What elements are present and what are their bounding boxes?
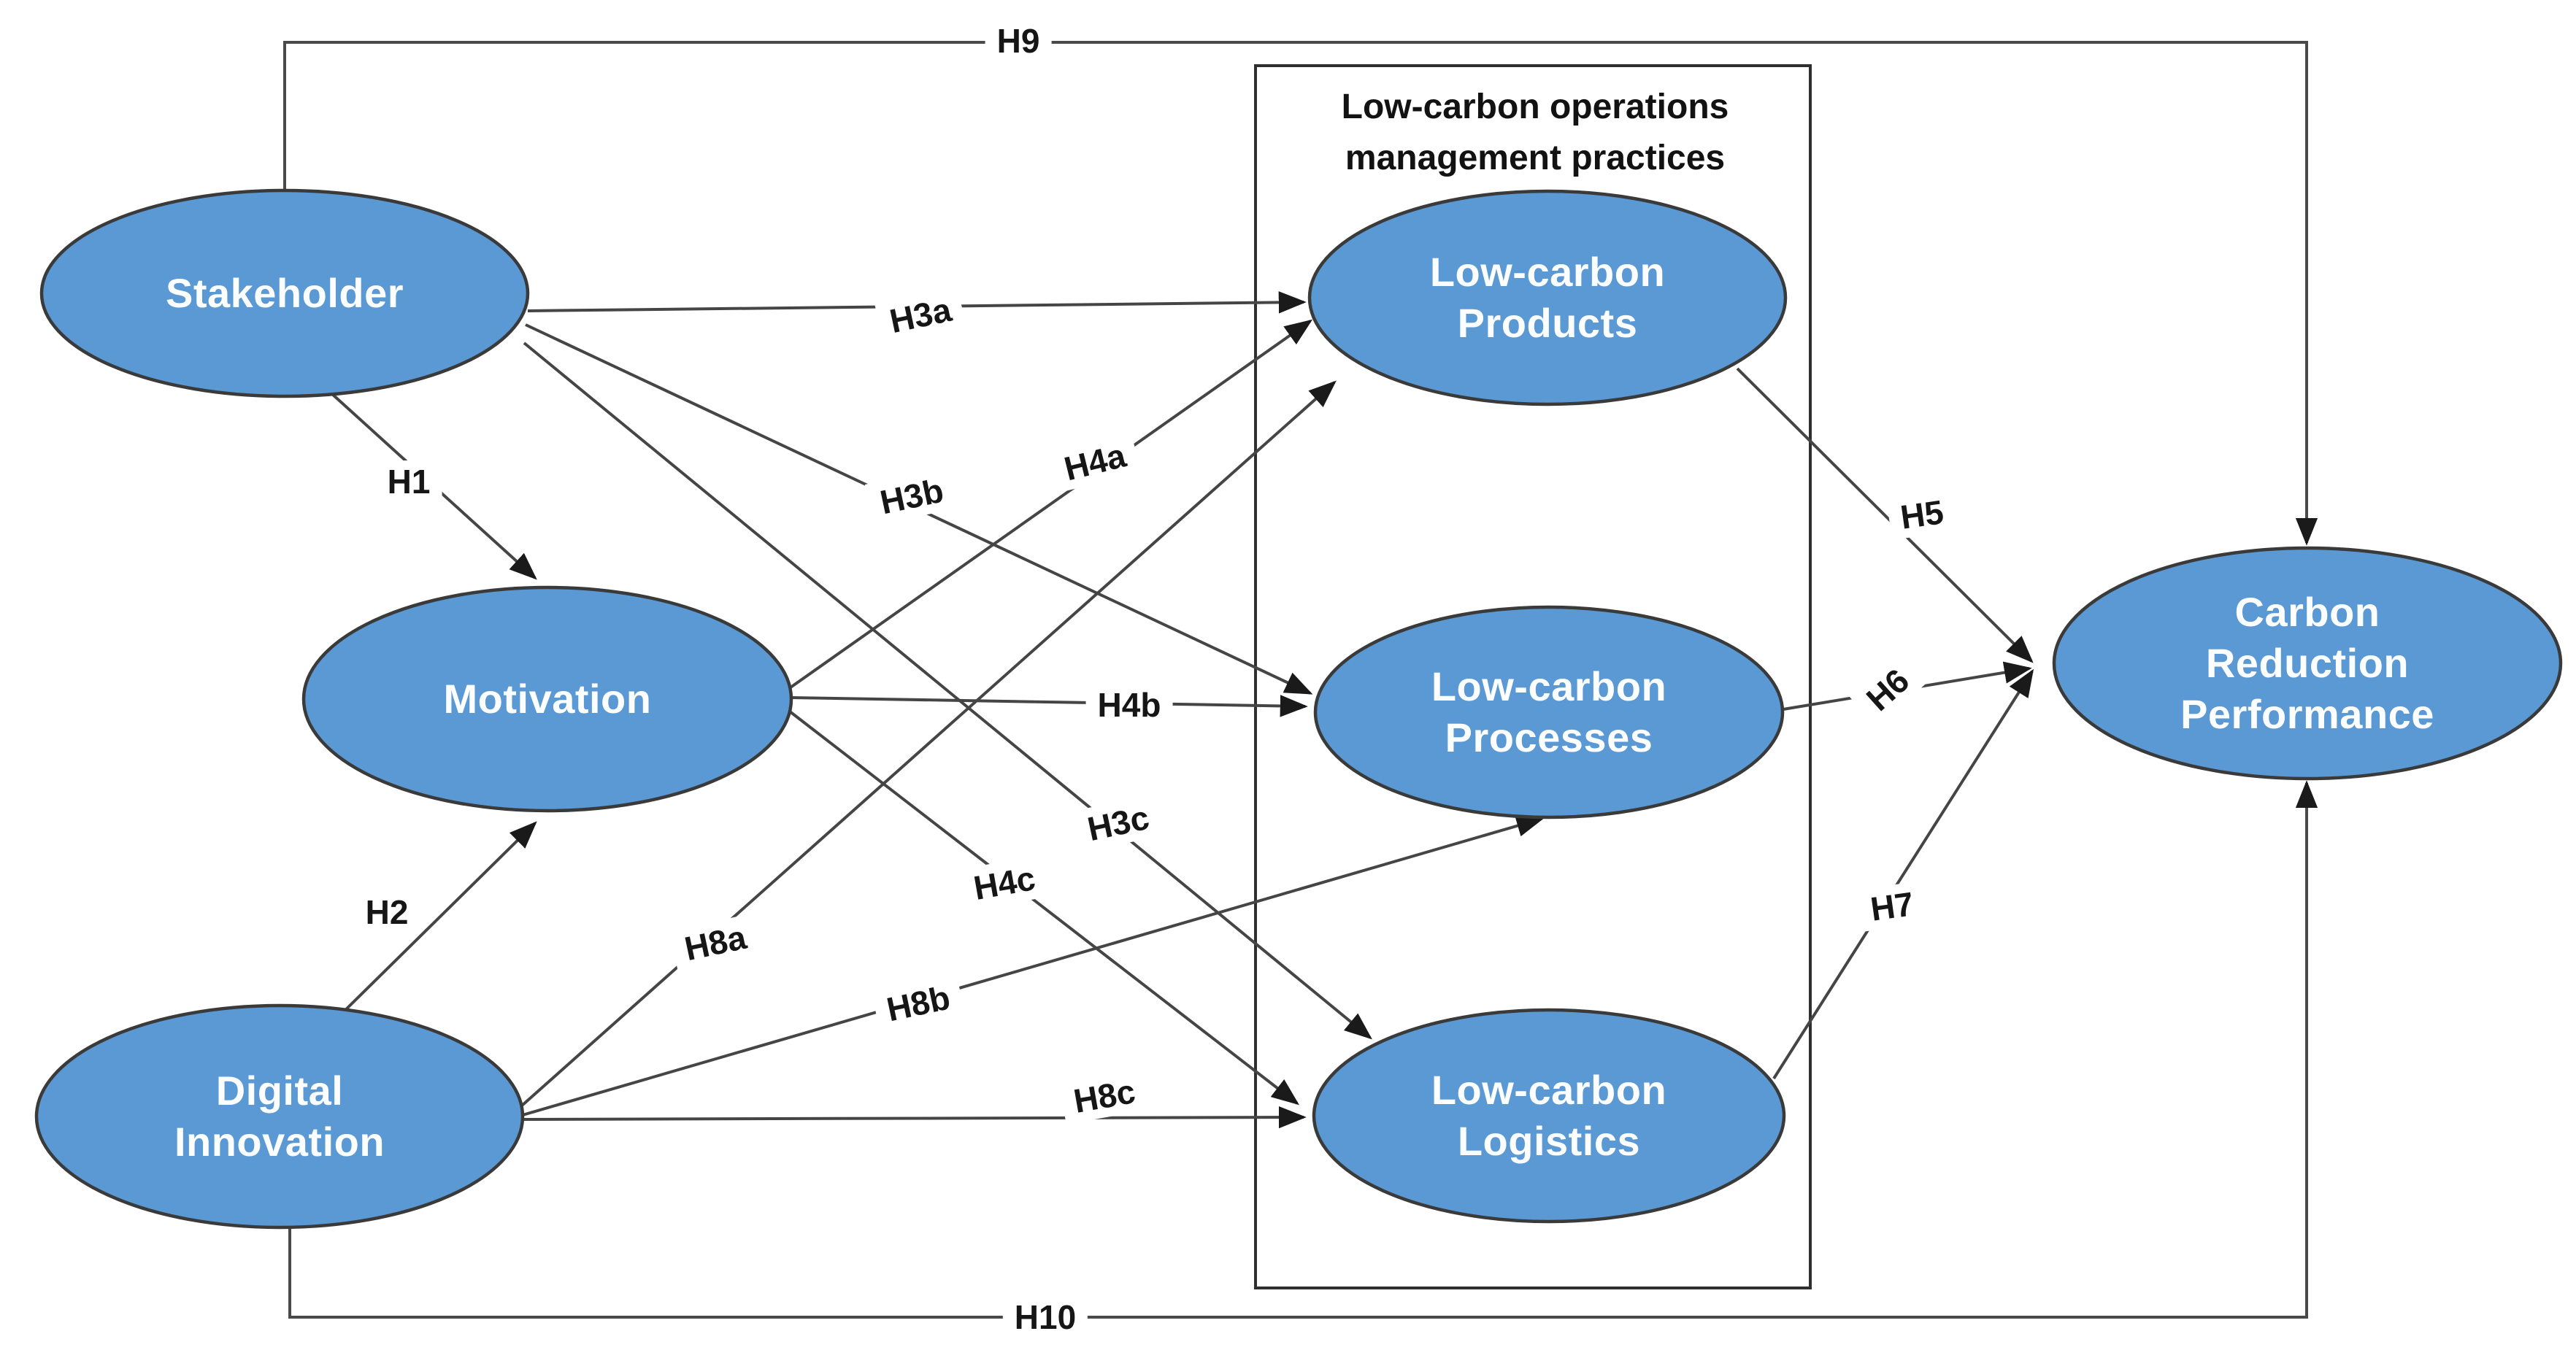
edge-h8c-arrow: [523, 1106, 1307, 1129]
edge-h3a-arrow: [527, 291, 1307, 314]
edge-h5-arrow: [1736, 367, 2034, 663]
node-low-carbon-products: [1307, 189, 1788, 406]
mediator-group-title: Low-carbon operations management practic…: [1341, 88, 1729, 177]
edge-h7-arrow: [1772, 668, 2034, 1080]
edge-h4a-arrow: [789, 319, 1313, 689]
node-low-carbon-processes: [1313, 605, 1785, 819]
node-carbon-reduction-performance: [2052, 546, 2563, 781]
mediator-group-box: [1254, 64, 1812, 1289]
edge-h4b-arrow: [791, 695, 1308, 717]
edge-h9-arrow: [283, 41, 2318, 546]
edge-h3c-arrow: [523, 342, 1372, 1040]
node-digital-innovation: [34, 1003, 525, 1230]
edge-h8a-arrow: [520, 380, 1337, 1107]
edge-h8b-arrow: [522, 814, 1545, 1116]
edge-h2-arrow: [336, 821, 537, 1019]
edge-h1-arrow: [331, 393, 537, 580]
node-stakeholder: [39, 188, 530, 398]
edge-h6-arrow: [1783, 661, 2032, 711]
edge-h10-arrow: [288, 780, 2318, 1319]
node-low-carbon-logistics: [1312, 1008, 1786, 1224]
node-motivation: [301, 585, 793, 813]
